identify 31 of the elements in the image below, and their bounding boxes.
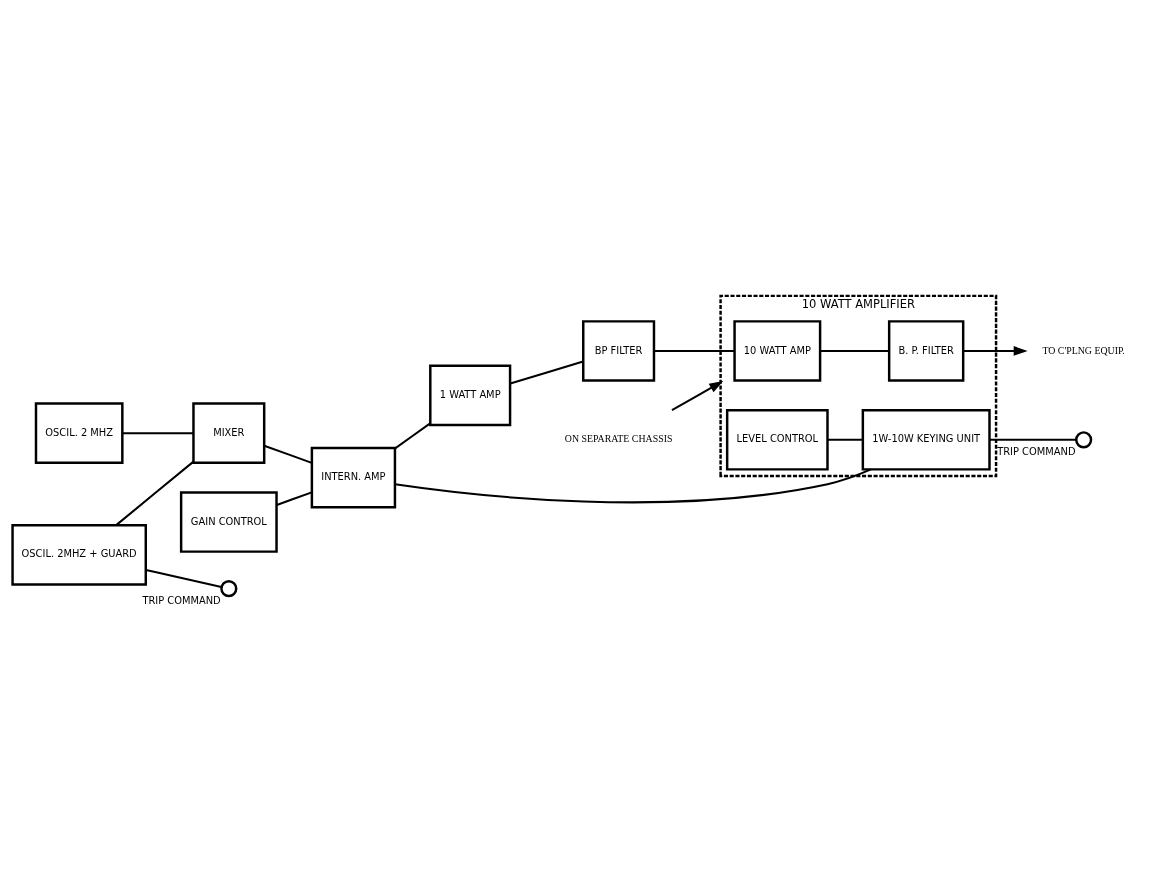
node-box: 1W-10W KEYING UNIT: [861, 408, 991, 471]
connector: [654, 349, 735, 352]
node-box: INTERN. AMP: [310, 446, 397, 509]
node-box: OSCIL. 2MHZ + GUARD: [11, 524, 147, 586]
node-box: OSCIL. 2 MHZ: [34, 402, 124, 465]
node-box: GAIN CONTROL: [179, 491, 278, 553]
node-box: LEVEL CONTROL: [725, 408, 829, 471]
connector: [510, 360, 584, 385]
node-box: BP FILTER: [582, 320, 656, 382]
node-circle: [220, 580, 238, 598]
connector: [115, 460, 195, 526]
node-text: ON SEPARATE CHASSIS: [564, 433, 673, 445]
arrow: [963, 346, 1028, 356]
connector: [394, 422, 431, 450]
connector: [276, 491, 313, 506]
node-label: TRIP COMMAND: [997, 446, 1076, 458]
node-box: B. P. FILTER: [887, 320, 965, 382]
arrow: [671, 381, 724, 411]
connector: [989, 438, 1077, 441]
node-text: TO C'PLNG EQUIP.: [1042, 344, 1125, 356]
connector: [122, 432, 194, 435]
node-box: 1 WATT AMP: [429, 364, 512, 427]
node-circle: [1075, 431, 1093, 449]
connector: [394, 468, 872, 504]
connector: [145, 568, 222, 589]
node-box: MIXER: [192, 402, 266, 465]
connector: [263, 444, 313, 464]
connector: [820, 349, 890, 352]
connector: [827, 438, 863, 441]
node-label: TRIP COMMAND: [142, 594, 221, 606]
node-box: 10 WATT AMP: [733, 320, 822, 382]
